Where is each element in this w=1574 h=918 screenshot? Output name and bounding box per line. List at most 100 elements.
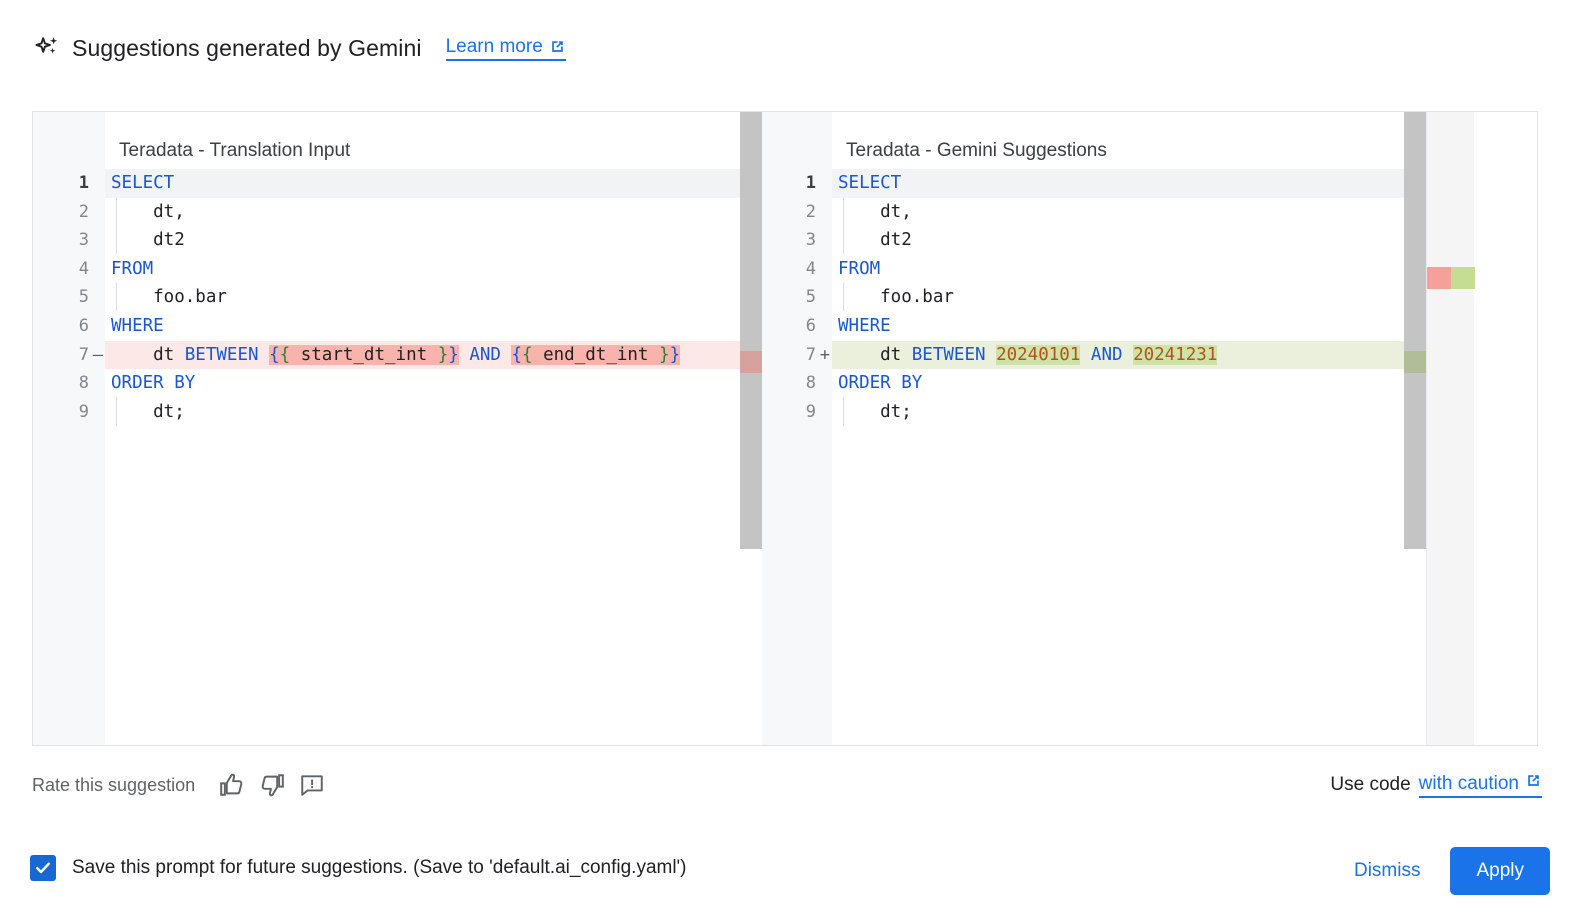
apply-button[interactable]: Apply xyxy=(1450,847,1550,895)
indent-guide xyxy=(843,397,844,426)
code-line[interactable]: SELECT xyxy=(105,169,762,198)
right-pane-title: Teradata - Gemini Suggestions xyxy=(846,140,1107,161)
code-text: foo.bar xyxy=(111,287,227,308)
rate-suggestion-bar: Rate this suggestion xyxy=(32,770,337,800)
line-number: 4 xyxy=(805,258,816,279)
line-number: 8 xyxy=(78,373,89,394)
indent-guide xyxy=(116,283,117,311)
line-number: 6 xyxy=(78,315,89,336)
line-number-row: 1 xyxy=(33,169,105,198)
indent-guide xyxy=(116,397,117,426)
dismiss-button[interactable]: Dismiss xyxy=(1338,850,1437,892)
use-code-prefix: Use code xyxy=(1330,774,1411,795)
line-number: 3 xyxy=(805,230,816,251)
code-text: dt; xyxy=(111,401,185,422)
right-vertical-scrollbar[interactable] xyxy=(1404,112,1426,549)
line-number-row: 7 + xyxy=(762,341,832,370)
diff-editor-container: 1 2 3 4 5 xyxy=(32,111,1538,746)
code-line[interactable]: dt, xyxy=(105,198,762,227)
left-line-numbers: 1 2 3 4 5 xyxy=(33,169,105,426)
code-line[interactable]: foo.bar xyxy=(832,283,1474,312)
left-pane-title: Teradata - Translation Input xyxy=(119,140,351,161)
line-number-row: 2 xyxy=(762,198,832,227)
code-line[interactable]: FROM xyxy=(832,255,1474,284)
line-number: 6 xyxy=(805,315,816,336)
code-line[interactable]: FROM xyxy=(105,255,762,284)
line-number: 4 xyxy=(78,258,89,279)
code-text: dt; xyxy=(838,401,912,422)
code-line[interactable]: dt; xyxy=(832,398,1474,427)
code-text: FROM xyxy=(111,258,154,279)
sparkle-icon xyxy=(32,33,62,63)
right-line-numbers: 1 2 3 4 5 xyxy=(762,169,832,426)
external-link-icon xyxy=(549,38,566,55)
left-vertical-scrollbar[interactable] xyxy=(740,112,762,549)
line-number: 8 xyxy=(805,373,816,394)
code-text: dt, xyxy=(838,201,912,222)
right-gutter: 1 2 3 4 5 xyxy=(762,112,832,745)
code-line[interactable]: ORDER BY xyxy=(105,369,762,398)
save-prompt-checkbox-row[interactable]: Save this prompt for future suggestions.… xyxy=(30,855,687,881)
line-number-row: 5 xyxy=(762,283,832,312)
save-prompt-checkbox[interactable] xyxy=(30,855,56,881)
panel-header: Suggestions generated by Gemini Learn mo… xyxy=(32,26,566,70)
checkmark-icon xyxy=(36,862,50,874)
diff-sign-added: + xyxy=(819,344,830,365)
report-feedback-icon[interactable] xyxy=(297,770,327,800)
line-number: 5 xyxy=(805,287,816,308)
code-line-added[interactable]: dt BETWEEN 20240101 AND 20241231 xyxy=(832,340,1474,370)
thumb-down-icon[interactable] xyxy=(257,770,287,800)
line-number-row: 3 xyxy=(762,226,832,255)
indent-guide xyxy=(116,197,117,254)
code-line[interactable]: dt2 xyxy=(832,226,1474,255)
code-text: ORDER BY xyxy=(111,373,196,394)
code-line[interactable]: ORDER BY xyxy=(832,369,1474,398)
line-number-row: 3 xyxy=(33,226,105,255)
line-number-row: 8 xyxy=(762,369,832,398)
right-code-area[interactable]: Teradata - Gemini Suggestions SELECT dt,… xyxy=(832,112,1474,745)
line-number-row: 4 xyxy=(762,255,832,284)
code-line[interactable]: WHERE xyxy=(105,312,762,341)
code-text: dt BETWEEN {{ start_dt_int }} AND {{ end… xyxy=(111,344,681,365)
pane-gemini-suggestions: 1 2 3 4 5 xyxy=(762,112,1475,745)
learn-more-link[interactable]: Learn more xyxy=(445,35,566,61)
with-caution-label: with caution xyxy=(1418,772,1519,794)
code-line[interactable]: foo.bar xyxy=(105,283,762,312)
indent-guide xyxy=(843,283,844,311)
code-text: WHERE xyxy=(111,315,164,336)
left-overview-delete-marker xyxy=(740,351,762,373)
thumb-up-icon[interactable] xyxy=(217,770,247,800)
line-number: 2 xyxy=(78,201,89,222)
code-text: dt, xyxy=(111,201,185,222)
code-line[interactable]: dt2 xyxy=(105,226,762,255)
line-number: 1 xyxy=(805,173,816,193)
line-number-row: 2 xyxy=(33,198,105,227)
code-line[interactable]: WHERE xyxy=(832,312,1474,341)
with-caution-link[interactable]: with caution xyxy=(1418,772,1542,798)
pane-translation-input: 1 2 3 4 5 xyxy=(33,112,762,745)
code-line-deleted[interactable]: dt BETWEEN {{ start_dt_int }} AND {{ end… xyxy=(105,340,762,370)
left-code-lines: SELECT dt, dt2 FROM foo.bar xyxy=(105,169,762,426)
code-text: foo.bar xyxy=(838,287,954,308)
line-number-row: 9 xyxy=(33,398,105,427)
code-line[interactable]: dt; xyxy=(105,398,762,427)
use-code-note: Use code with caution xyxy=(1330,772,1542,798)
overview-add-chip xyxy=(1451,267,1475,289)
bottom-action-bar: Save this prompt for future suggestions.… xyxy=(0,843,1574,905)
diff-overview-ruler[interactable] xyxy=(1426,112,1475,745)
line-number: 9 xyxy=(805,401,816,422)
diff-sign-deleted: — xyxy=(92,344,103,365)
indent-guide xyxy=(843,197,844,254)
line-number-row: 7 — xyxy=(33,341,105,370)
right-code-lines: SELECT dt, dt2 FROM foo.bar xyxy=(832,169,1474,426)
code-line[interactable]: SELECT xyxy=(832,169,1474,198)
left-code-area[interactable]: Teradata - Translation Input SELECT dt, … xyxy=(105,112,762,745)
code-text: dt2 xyxy=(838,230,912,251)
page-title: Suggestions generated by Gemini xyxy=(72,34,422,61)
learn-more-label: Learn more xyxy=(445,35,543,57)
line-number: 7 xyxy=(805,344,816,365)
line-number-row: 6 xyxy=(33,312,105,341)
line-number: 1 xyxy=(78,173,89,193)
code-line[interactable]: dt, xyxy=(832,198,1474,227)
